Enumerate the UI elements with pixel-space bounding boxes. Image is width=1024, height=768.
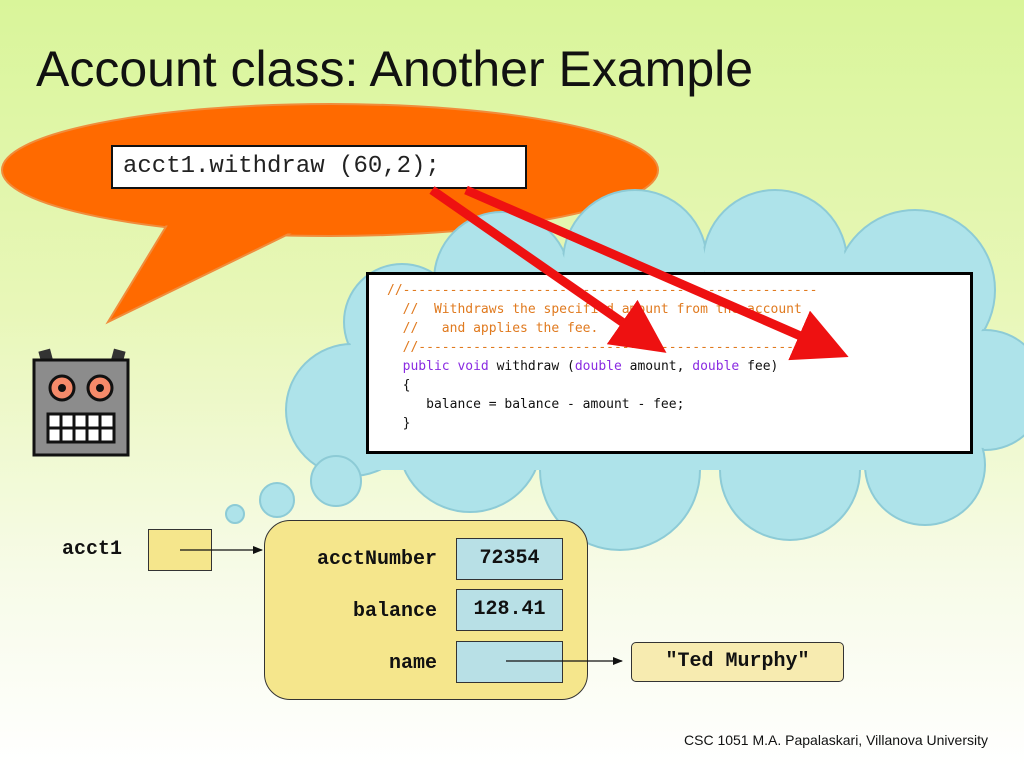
code-text: { [387, 378, 411, 393]
code-line: { [387, 376, 970, 395]
code-keyword: double [692, 359, 740, 374]
robot-icon [32, 348, 130, 457]
code-keyword: public [402, 359, 450, 374]
code-text: } [387, 416, 411, 431]
code-comment: // and applies the fee. [387, 321, 599, 336]
code-line: //--------------------------------------… [387, 338, 970, 357]
code-line: //--------------------------------------… [387, 281, 970, 300]
slide-footer: CSC 1051 M.A. Papalaskari, Villanova Uni… [684, 732, 988, 748]
account-object: acctNumber 72354 balance 128.41 name [264, 520, 588, 700]
field-value-balance: 128.41 [456, 589, 563, 631]
field-label-name: name [388, 652, 437, 675]
code-comment: //--------------------------------------… [387, 340, 834, 355]
code-listing: //--------------------------------------… [366, 272, 973, 454]
code-text: amount, [621, 359, 693, 374]
reference-box [148, 529, 212, 571]
code-comment: //--------------------------------------… [387, 283, 818, 298]
thought-trail [225, 455, 362, 524]
code-keyword: void [457, 359, 489, 374]
field-label-balance: balance [352, 600, 437, 623]
field-label-acctnumber: acctNumber [316, 548, 437, 571]
code-keyword: double [574, 359, 622, 374]
code-text: balance = balance - amount - fee; [387, 397, 685, 412]
code-line: public void withdraw (double amount, dou… [387, 357, 970, 376]
code-line: // and applies the fee. [387, 319, 970, 338]
code-line: balance = balance - amount - fee; [387, 395, 970, 414]
slide-title: Account class: Another Example [36, 41, 754, 97]
string-object: "Ted Murphy" [631, 642, 844, 682]
code-text [387, 359, 403, 374]
field-value-name [456, 641, 563, 683]
code-text: withdraw ( [488, 359, 575, 374]
field-value-acctnumber: 72354 [456, 538, 563, 580]
code-line: // Withdraws the specified amount from t… [387, 300, 970, 319]
code-comment: // Withdraws the specified amount from t… [387, 302, 802, 317]
code-text: fee) [739, 359, 779, 374]
variable-label: acct1 [62, 538, 123, 561]
method-call: acct1.withdraw (60,2); [111, 145, 527, 189]
code-line: } [387, 414, 970, 433]
